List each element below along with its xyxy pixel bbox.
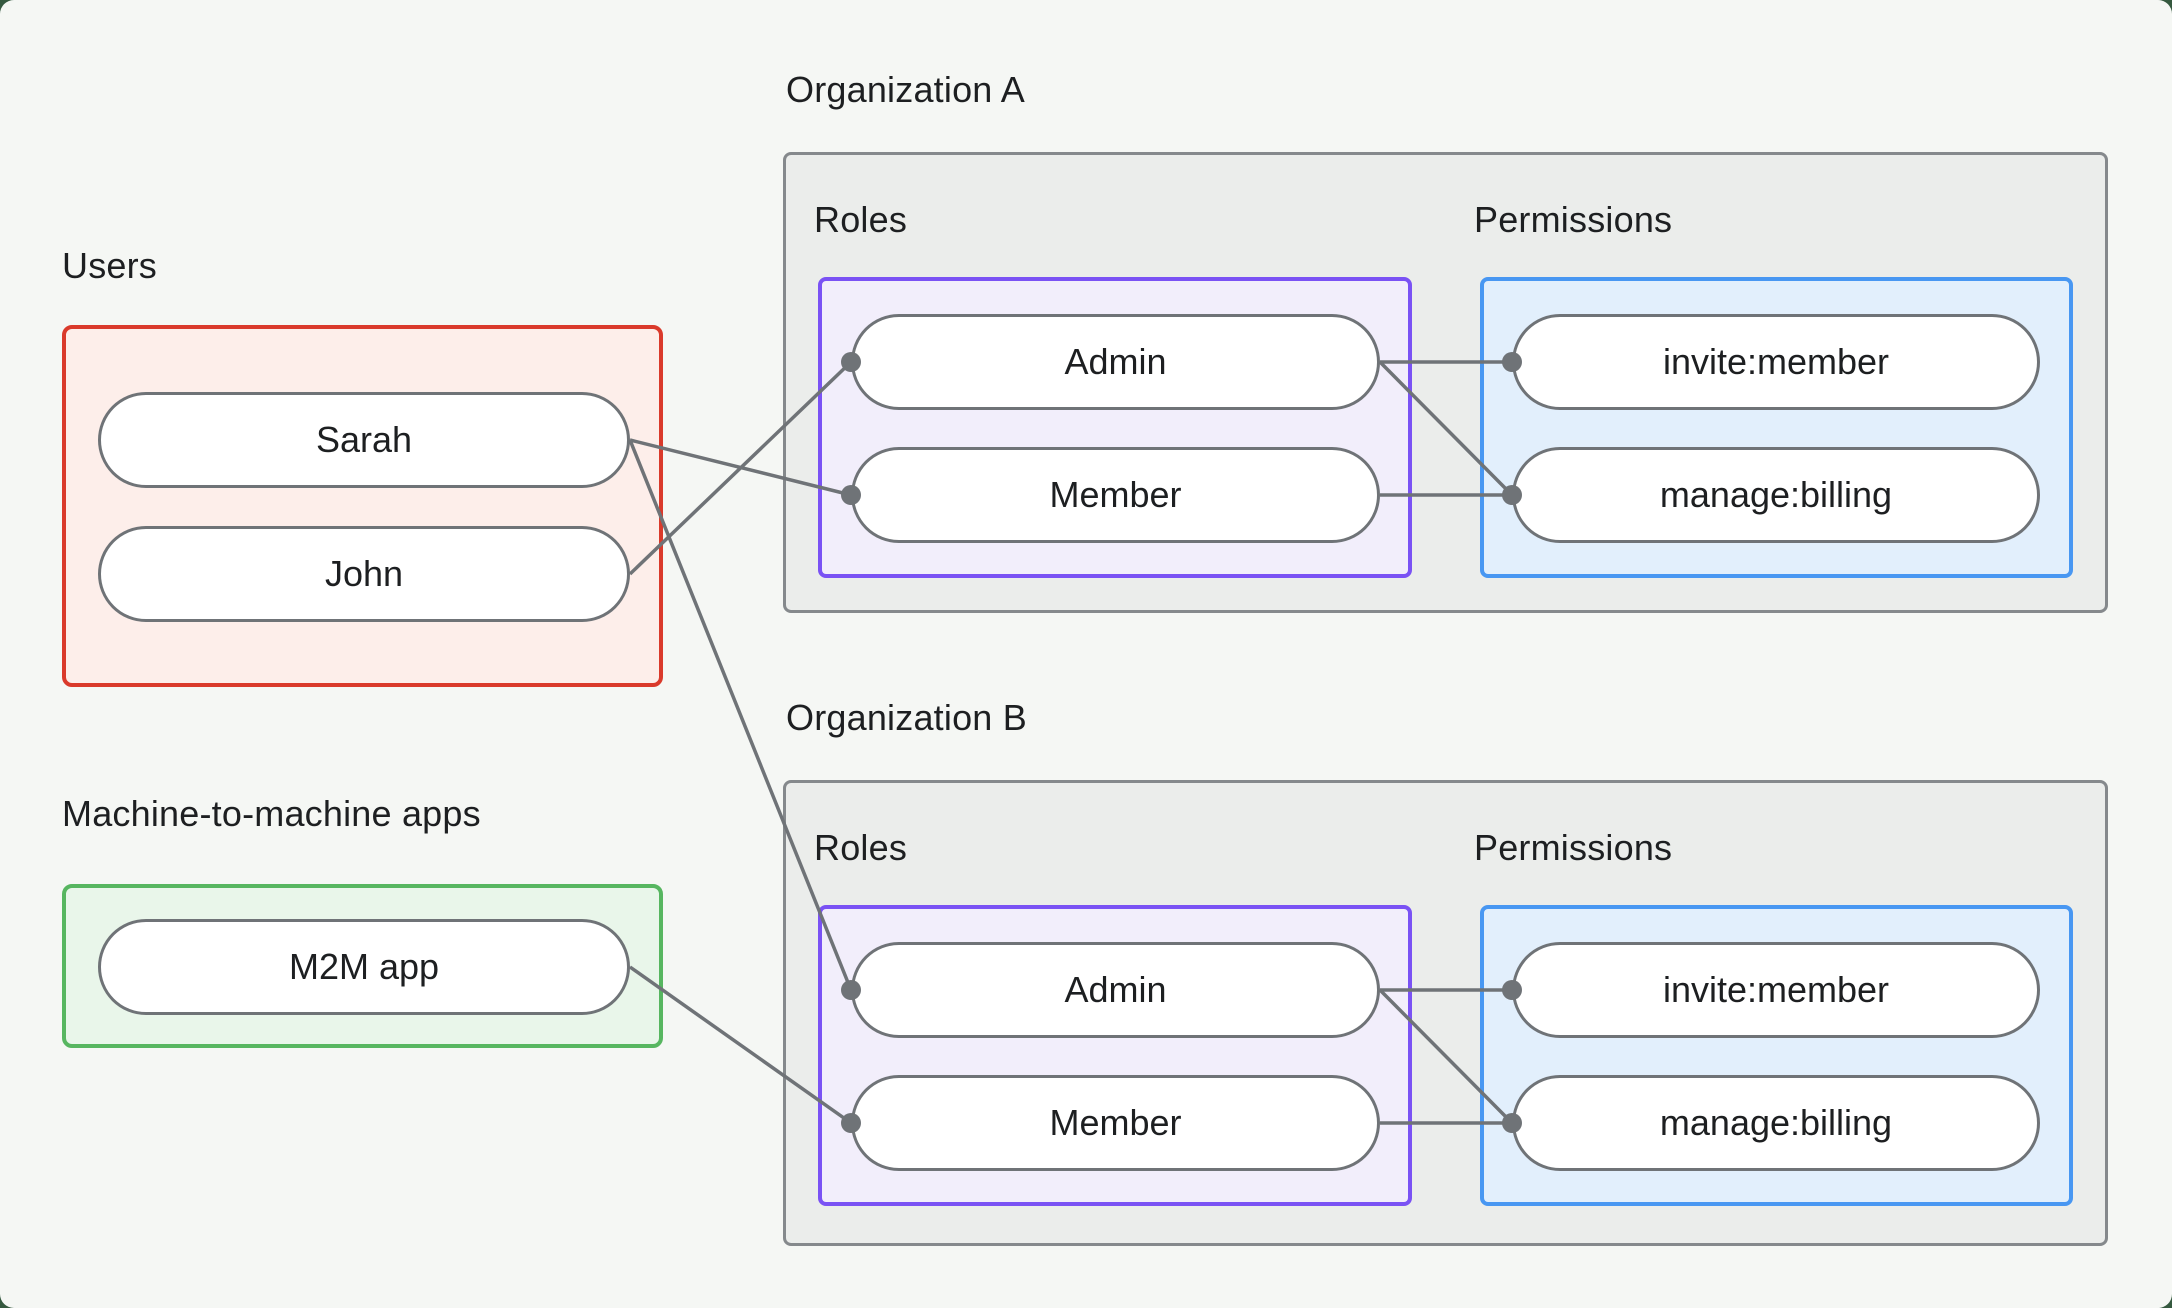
org-b-permissions-label: Permissions xyxy=(1474,827,1673,868)
user-pill-john: John xyxy=(98,526,630,622)
user-pill-sarah: Sarah xyxy=(98,392,630,488)
role-pill-org-a-admin-label: Admin xyxy=(1064,341,1167,382)
role-pill-org-b-member: Member xyxy=(851,1075,1380,1171)
user-pill-sarah-label: Sarah xyxy=(315,419,413,460)
role-pill-org-b-admin-label: Admin xyxy=(1064,969,1167,1010)
role-pill-org-b-admin: Admin xyxy=(851,942,1380,1038)
permission-pill-org-b-invite: invite:member xyxy=(1512,942,2040,1038)
permission-pill-org-b-invite-label: invite:member xyxy=(1662,969,1890,1010)
m2m-app-pill-label: M2M app xyxy=(288,946,440,987)
permission-pill-org-a-manage-label: manage:billing xyxy=(1659,474,1893,515)
user-pill-john-label: John xyxy=(324,553,404,594)
role-pill-org-a-admin: Admin xyxy=(851,314,1380,410)
org-a-roles-label: Roles xyxy=(814,199,908,240)
role-pill-org-a-member: Member xyxy=(851,447,1380,543)
org-a-title: Organization A xyxy=(786,69,1025,110)
permission-pill-org-b-manage: manage:billing xyxy=(1512,1075,2040,1171)
role-pill-org-a-member-label: Member xyxy=(1049,474,1182,515)
org-a-permissions-label: Permissions xyxy=(1474,199,1673,240)
m2m-section-label: Machine-to-machine apps xyxy=(62,793,481,834)
m2m-app-pill: M2M app xyxy=(98,919,630,1015)
permission-pill-org-a-invite: invite:member xyxy=(1512,314,2040,410)
role-pill-org-b-member-label: Member xyxy=(1049,1102,1182,1143)
org-b-roles-label: Roles xyxy=(814,827,908,868)
users-section-label: Users xyxy=(62,245,158,286)
org-b-title: Organization B xyxy=(786,697,1027,738)
permission-pill-org-a-manage: manage:billing xyxy=(1512,447,2040,543)
users-group-box xyxy=(62,325,663,687)
permission-pill-org-b-manage-label: manage:billing xyxy=(1659,1102,1893,1143)
permission-pill-org-a-invite-label: invite:member xyxy=(1662,341,1890,382)
